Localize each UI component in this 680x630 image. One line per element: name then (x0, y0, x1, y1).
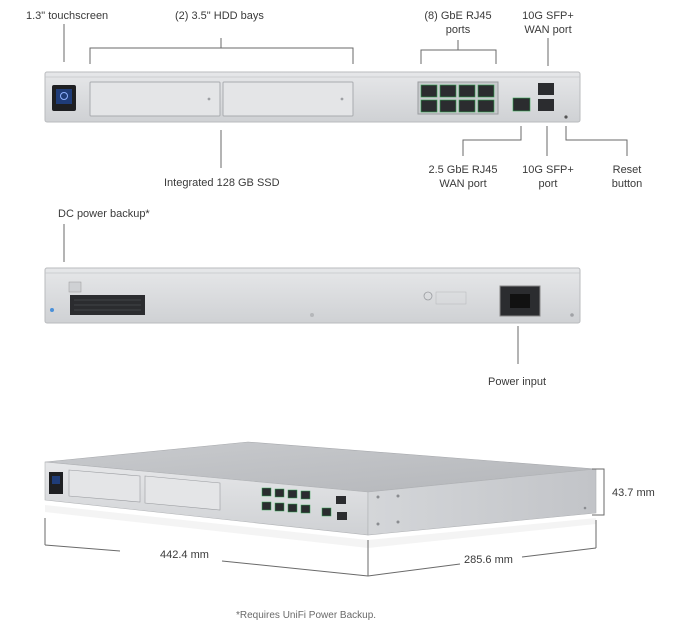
sfp-port-label: 10G SFP+ port (515, 163, 581, 191)
isometric-view (44, 441, 597, 548)
rj45-ports-label-line2: ports (445, 24, 471, 36)
iso-side-face (367, 468, 597, 536)
hdd-bays-label: (2) 3.5" HDD bays (175, 10, 264, 22)
hdd-bay-1 (89, 81, 221, 117)
rear-view (44, 267, 581, 324)
rj45-port-group (417, 81, 499, 115)
touchscreen-label: 1.3" touchscreen (26, 10, 109, 22)
rj45-ports-label-line1: (8) GbE RJ45 (424, 10, 492, 22)
reset-button (564, 115, 568, 119)
reset-label-line2: button (611, 178, 643, 190)
power-inlet (499, 285, 541, 317)
power-input-label: Power input (488, 376, 547, 388)
dc-power-label: DC power backup* (58, 208, 150, 220)
wan-rj45-label-line1: 2.5 GbE RJ45 (428, 164, 498, 176)
leader-lines-front (63, 24, 628, 168)
reset-label: Reset button (600, 163, 654, 191)
ssd-label: Integrated 128 GB SSD (164, 177, 280, 189)
dimension-lines (44, 468, 605, 577)
width-dimension: 442.4 mm (160, 549, 209, 561)
wan-rj45-port (512, 97, 531, 112)
wan-sfp-label-line2: WAN port (524, 24, 572, 36)
wan-sfp-label: 10G SFP+ WAN port (515, 9, 581, 37)
rear-chassis (44, 267, 581, 324)
sfp-port-label-line1: 10G SFP+ (522, 164, 574, 176)
height-dimension: 43.7 mm (612, 487, 655, 499)
rj45-ports-label: (8) GbE RJ45 ports (415, 9, 501, 37)
wan-sfp-label-line1: 10G SFP+ (522, 10, 574, 22)
front-view (44, 71, 581, 123)
reset-label-line1: Reset (612, 164, 642, 176)
hdd-bay-2 (222, 81, 354, 117)
depth-dimension: 285.6 mm (464, 554, 513, 566)
footnote: *Requires UniFi Power Backup. (236, 610, 377, 621)
sfp-wan-port (538, 83, 554, 95)
leader-lines-rear (63, 224, 519, 364)
sfp-port-label-line2: port (538, 178, 558, 190)
wan-rj45-label-line2: WAN port (439, 178, 487, 190)
sfp-port (538, 99, 554, 111)
wan-rj45-label: 2.5 GbE RJ45 WAN port (420, 163, 506, 191)
